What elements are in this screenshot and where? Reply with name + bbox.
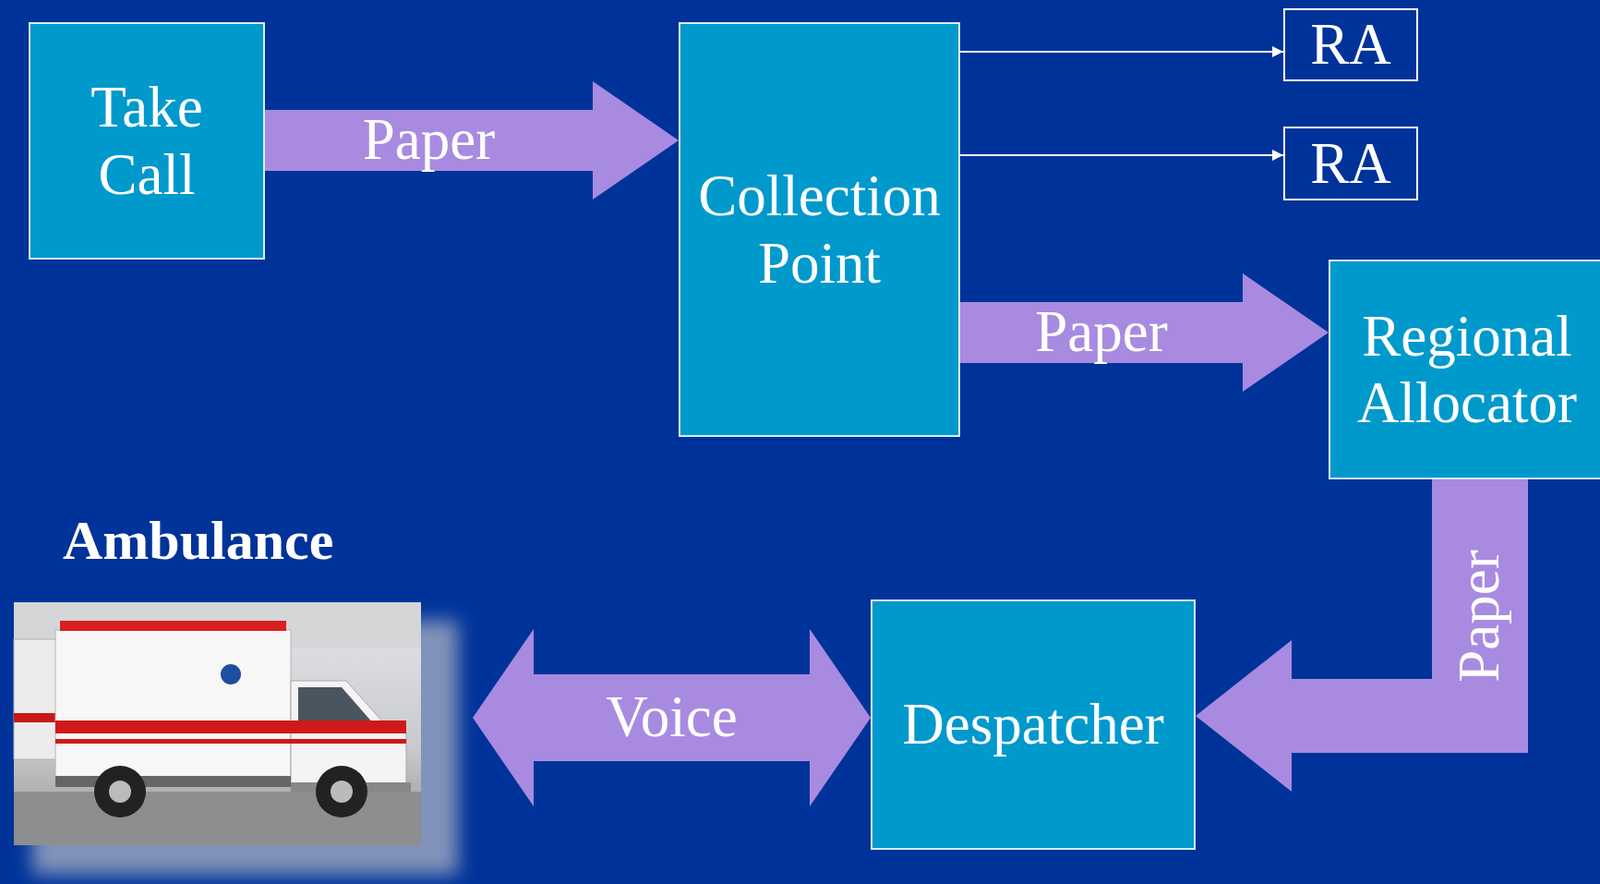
arrow-label: Paper bbox=[362, 108, 495, 172]
flow-arrow bbox=[960, 154, 1284, 157]
ambulance-picture bbox=[13, 601, 422, 845]
arrow-label: Paper bbox=[1447, 549, 1512, 682]
wheel-hub bbox=[108, 780, 132, 803]
underbody bbox=[55, 775, 291, 787]
allocator-box: RA bbox=[1283, 126, 1419, 201]
box-label: Despatcher bbox=[902, 690, 1164, 758]
heading: Ambulance bbox=[62, 509, 334, 571]
box-label: RA bbox=[1310, 130, 1392, 197]
wheel-hub bbox=[330, 780, 353, 803]
process-box: Despatcher bbox=[870, 599, 1196, 850]
ambulance-body bbox=[55, 629, 291, 778]
box-label: RA bbox=[1310, 11, 1392, 78]
emblem bbox=[220, 663, 241, 685]
block-arrow bbox=[1195, 479, 1528, 792]
block-arrow bbox=[960, 273, 1329, 392]
box-label: Take Call bbox=[54, 73, 240, 208]
block-arrow bbox=[472, 628, 871, 807]
ambulance-node: Ambulance bbox=[13, 505, 473, 884]
red-stripe bbox=[55, 738, 407, 744]
flow-arrow bbox=[960, 50, 1284, 53]
photo-ground bbox=[13, 601, 422, 845]
allocator-box: RA bbox=[1283, 8, 1419, 82]
wheel bbox=[315, 765, 368, 818]
process-box: Collection Point bbox=[678, 22, 961, 437]
box-label: Collection Point bbox=[687, 162, 951, 297]
block-arrow bbox=[264, 81, 679, 200]
wheel bbox=[94, 765, 146, 818]
arrow-label: Paper bbox=[1034, 300, 1167, 364]
light-bar bbox=[60, 620, 287, 631]
windshield bbox=[298, 686, 374, 724]
box-label: Regional Allocator bbox=[1337, 302, 1597, 437]
process-box: Regional Allocator bbox=[1328, 259, 1600, 480]
arrow-label: Voice bbox=[605, 685, 737, 749]
red-stripe bbox=[55, 720, 407, 734]
process-box: Take Call bbox=[28, 22, 265, 260]
